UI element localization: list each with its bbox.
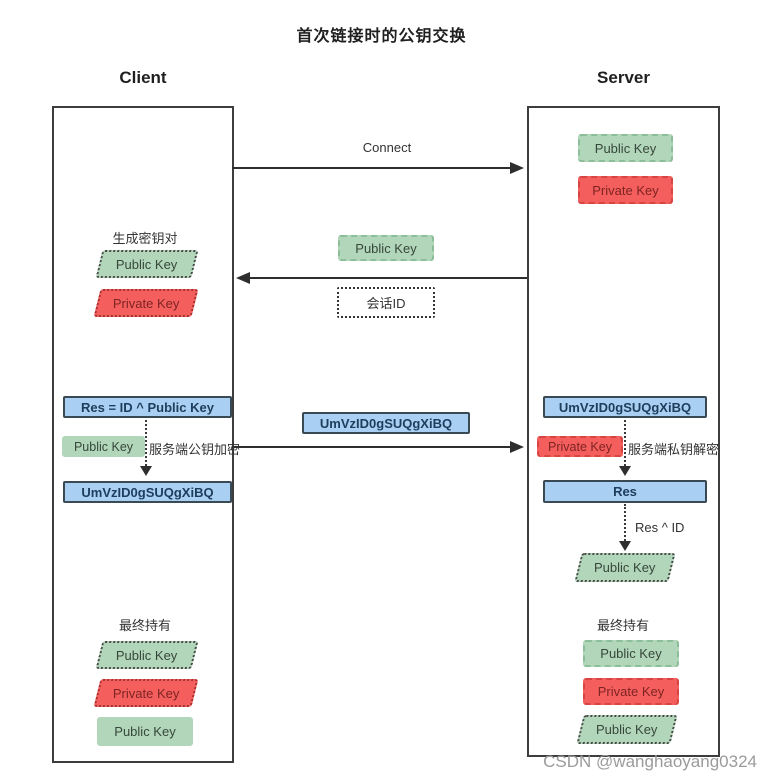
client-final-public-key-card: Public Key [95, 641, 199, 669]
connect-label: Connect [362, 140, 412, 155]
server-header: Server [597, 68, 650, 87]
connect-arrow-line [232, 167, 511, 169]
client-final-server-key-card: Public Key [97, 717, 193, 746]
server-received-value-box: UmVzID0gSUQgXiBQ [543, 396, 707, 418]
client-encrypt-key-tag: Public Key [62, 436, 145, 457]
connect-arrowhead-icon [510, 162, 524, 174]
server-private-key-card: Private Key [578, 176, 673, 204]
client-final-private-key-card: Private Key [93, 679, 199, 707]
client-encrypted-value-box: UmVzID0gSUQgXiBQ [63, 481, 232, 503]
server-final-client-key-label: Public Key [596, 722, 658, 737]
client-final-private-key-label: Private Key [112, 685, 180, 701]
server-recovered-key-card: Public Key [574, 553, 676, 582]
client-private-key-label: Private Key [112, 295, 180, 311]
server-xor-flow-line [624, 504, 626, 541]
csdn-watermark: CSDN @wanghaoyang0324 [543, 752, 757, 771]
pubkey-arrow-line [249, 277, 527, 279]
encrypted-arrow-line [232, 446, 511, 448]
server-final-private-key-card: Private Key [583, 678, 679, 705]
diagram-title: 首次链接时的公钥交换 [296, 28, 467, 45]
encrypted-arrowhead-icon [510, 441, 524, 453]
client-keygen-label: 生成密钥对 [112, 231, 178, 246]
client-res-formula-box: Res = ID ^ Public Key [63, 396, 232, 418]
message-public-key-tag: Public Key [338, 235, 434, 261]
server-decrypt-note: 服务端私钥解密 [628, 442, 720, 457]
server-final-label: 最终持有 [596, 618, 649, 633]
client-public-key-card: Public Key [95, 250, 199, 278]
server-decrypt-key-tag: Private Key [537, 436, 623, 457]
client-private-key-card: Private Key [93, 289, 199, 317]
client-final-public-key-label: Public Key [116, 647, 178, 663]
client-header: Client [119, 68, 167, 87]
pubkey-arrowhead-icon [236, 272, 250, 284]
server-final-public-key-card: Public Key [583, 640, 679, 667]
server-decrypt-flow-line [624, 420, 626, 466]
client-encrypt-note: 服务端公钥加密 [149, 442, 241, 457]
client-public-key-label: Public Key [116, 256, 178, 272]
server-decrypt-arrowhead-icon [619, 466, 631, 476]
client-encrypt-arrowhead-icon [140, 466, 152, 476]
encrypted-payload-box: UmVzID0gSUQgXiBQ [302, 412, 470, 434]
server-recovered-key-label: Public Key [594, 560, 656, 575]
server-final-client-key-card: Public Key [576, 715, 678, 744]
server-xor-note: Res ^ ID [635, 520, 685, 535]
client-final-label: 最终持有 [118, 618, 171, 633]
server-xor-arrowhead-icon [619, 541, 631, 551]
server-res-box: Res [543, 480, 707, 503]
session-id-box: 会话ID [337, 287, 435, 318]
client-encrypt-flow-line [145, 420, 147, 466]
server-public-key-card: Public Key [578, 134, 673, 162]
